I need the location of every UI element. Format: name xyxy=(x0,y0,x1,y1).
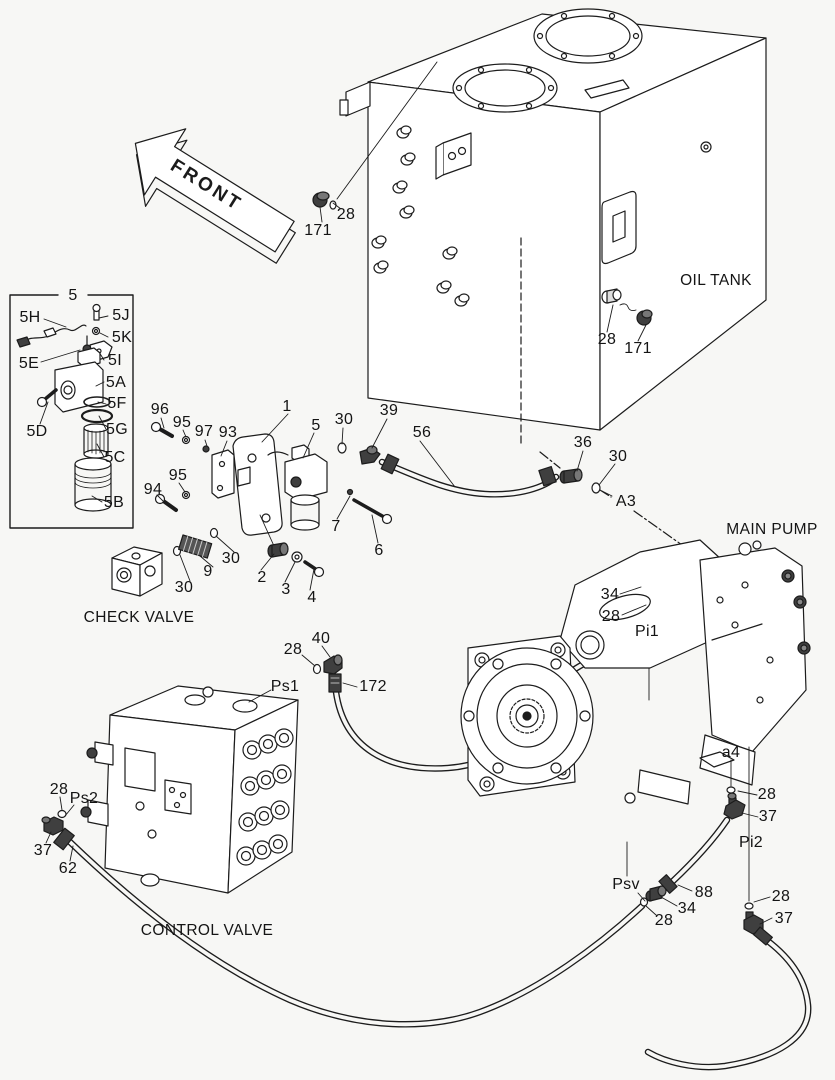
leader-lines xyxy=(39,202,773,925)
hose-pi2 xyxy=(644,746,812,1071)
tank-plugs xyxy=(312,61,653,326)
hose-62 xyxy=(41,809,646,1028)
solenoid-detail-box xyxy=(9,294,134,529)
front-arrow xyxy=(134,128,296,264)
tank-plug-bosses xyxy=(371,125,470,307)
solenoid-plate-assembly xyxy=(150,421,393,536)
oil-tank-drawing xyxy=(339,8,767,445)
hose-56 xyxy=(378,451,700,558)
hose-88 xyxy=(626,759,746,907)
check-valve-drawing xyxy=(111,514,325,597)
control-valve-ports xyxy=(236,728,294,866)
main-pump-drawing xyxy=(460,539,811,805)
control-valve-drawing xyxy=(80,685,299,894)
